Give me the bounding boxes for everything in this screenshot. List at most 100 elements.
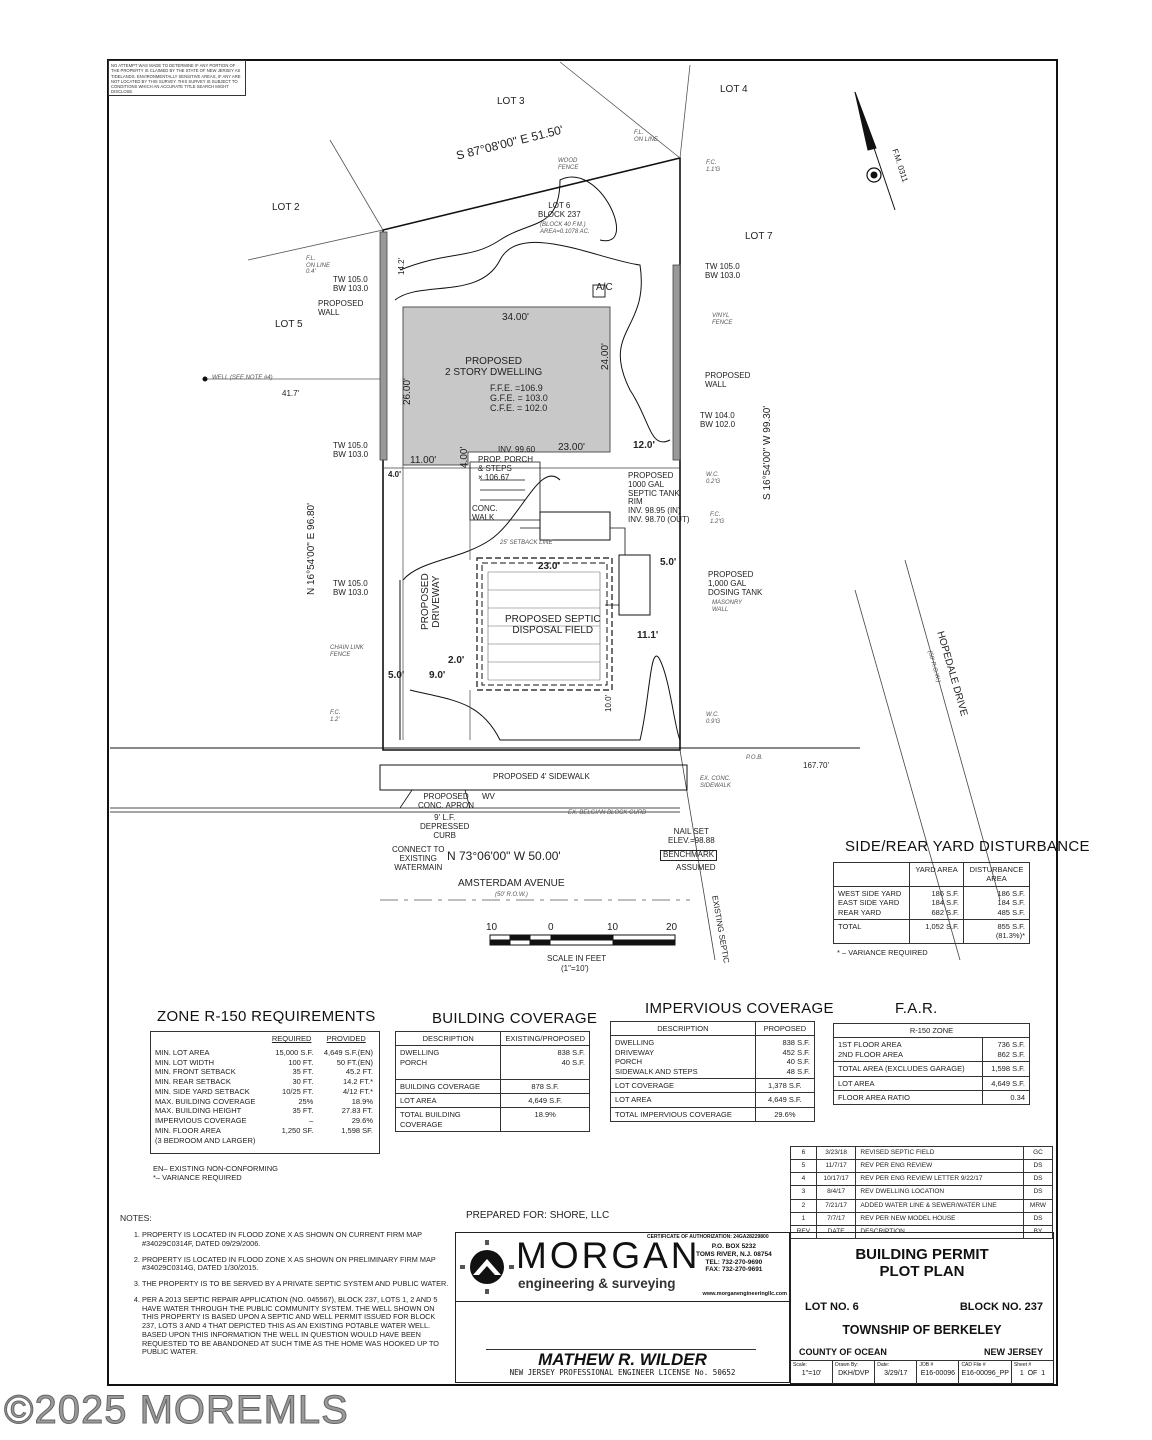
assumed-label: ASSUMED bbox=[676, 863, 716, 872]
table-cell: 8/4/17 bbox=[815, 1185, 857, 1200]
proposed-wall-left-label: PROPOSED WALL bbox=[318, 299, 364, 317]
lot-6-label: LOT 6 BLOCK 237 bbox=[538, 201, 581, 219]
note-item: PROPERTY IS LOCATED IN FLOOD ZONE X AS S… bbox=[142, 1255, 450, 1274]
info-value: DKH/DVP bbox=[838, 1370, 870, 1377]
scale-tick: 10 bbox=[607, 922, 619, 933]
table-cell: 186 S.F. 184 S.F. 485 S.F. bbox=[963, 885, 1030, 920]
county: COUNTY OF OCEAN bbox=[799, 1347, 887, 1357]
fc-label: F.C. 1.1'G bbox=[706, 160, 721, 173]
table-cell: 878 S.F. bbox=[500, 1078, 590, 1094]
sidewalk-label: PROPOSED 4' SIDEWALK bbox=[493, 772, 590, 781]
table-cell: MIN. REAR SETBACK bbox=[155, 1077, 231, 1086]
ex-sidewalk-label: EX. CONC. SIDEWALK bbox=[700, 776, 731, 789]
proposed-wall-left bbox=[379, 231, 388, 461]
table-cell: 50 FT.(EN) bbox=[336, 1057, 373, 1067]
table-cell: BUILDING COVERAGE bbox=[394, 1078, 502, 1094]
table-cell: 838 S.F. 452 S.F. 40 S.F. 48 S.F. bbox=[754, 1035, 816, 1079]
table-cell: DS bbox=[1022, 1185, 1054, 1200]
table-cell: 29.6% bbox=[754, 1106, 816, 1123]
street-row-label: (50' R.O.W.) bbox=[495, 892, 528, 898]
well-distance: 41.7' bbox=[282, 389, 300, 398]
table-cell: MIN. FLOOR AREA (3 BEDROOM AND LARGER) bbox=[155, 1125, 256, 1145]
east-bearing-label: S 16°54'00" W 99.30' bbox=[762, 405, 773, 500]
scale-tick: 20 bbox=[666, 922, 678, 933]
table-cell: 45.2 FT. bbox=[345, 1067, 373, 1077]
table-cell: – bbox=[309, 1116, 314, 1125]
certificate-label: CERTIFICATE OF AUTHORIZATION: 24GA282298… bbox=[647, 1234, 769, 1240]
ac-label: A/C bbox=[596, 282, 613, 293]
dwelling-label: PROPOSED 2 STORY DWELLING bbox=[445, 356, 543, 378]
table-cell: 1,598 SF. bbox=[341, 1125, 373, 1135]
driveway-label: PROPOSED DRIVEWAY bbox=[420, 573, 442, 630]
table-cell: YARD AREA bbox=[909, 862, 965, 887]
signature-line bbox=[486, 1349, 756, 1350]
masonry-wall-label: MASONRY WALL bbox=[712, 600, 743, 613]
note-item: THE PROPERTY IS TO BE SERVED BY A PRIVAT… bbox=[142, 1279, 450, 1289]
table-header-row: R-150 ZONE bbox=[833, 1022, 1030, 1039]
table-cell: REV PER NEW MODEL HOUSE bbox=[855, 1211, 1024, 1226]
lot-5-label: LOT 5 bbox=[275, 319, 303, 330]
far-title: F.A.R. bbox=[895, 1000, 938, 1017]
table-cell: 15,000 S.F. bbox=[275, 1047, 314, 1057]
table-cell: 4,649 S.F.(EN) bbox=[323, 1047, 373, 1057]
table-cell bbox=[152, 1034, 267, 1048]
table-cell: 27.83 FT. bbox=[341, 1106, 373, 1116]
table-row: TOTAL AREA (EXCLUDES GARAGE)1,598 S.F. bbox=[833, 1061, 1031, 1077]
table-cell: 1,250 SF. bbox=[281, 1125, 314, 1135]
table-cell: 1,598 S.F. bbox=[981, 1061, 1031, 1077]
table-cell: WEST SIDE YARD EAST SIDE YARD REAR YARD bbox=[832, 885, 911, 920]
table-cell: 1,378 S.F. bbox=[754, 1077, 816, 1094]
info-label: CAD File # bbox=[961, 1362, 986, 1368]
table-cell: 855 S.F. (81.3%)* bbox=[963, 918, 1030, 944]
lot-area-label: (BLOCK 40 F.M.) AREA=0.1078 AC. bbox=[540, 222, 590, 235]
dim-34: 34.00' bbox=[502, 312, 529, 323]
setback-line-label: 25' SETBACK LINE bbox=[500, 540, 553, 546]
north-arrow-icon bbox=[854, 91, 896, 211]
chain-link-fence-label: CHAIN LINK FENCE bbox=[330, 645, 364, 658]
dim-9: 9.0' bbox=[429, 670, 446, 681]
belgian-curb-label: EX. BELGIAN BLOCK CURB bbox=[568, 810, 647, 816]
state: NEW JERSEY bbox=[983, 1347, 1043, 1357]
street-name: AMSTERDAM AVENUE bbox=[458, 878, 565, 889]
info-value: E16-00096 bbox=[920, 1370, 956, 1377]
vinyl-fence-label: VINYL FENCE bbox=[712, 313, 733, 326]
table-cell: 4/12 FT.* bbox=[342, 1086, 373, 1096]
title-info-cell: Drawn By:DKH/DVP bbox=[833, 1361, 876, 1384]
title-block: BUILDING PERMIT PLOT PLAN LOT NO. 6 BLOC… bbox=[790, 1232, 1054, 1384]
scale-tick: 0 bbox=[548, 922, 554, 933]
yard-disturbance-title: SIDE/REAR YARD DISTURBANCE bbox=[845, 838, 1090, 855]
disposal-field bbox=[476, 557, 613, 691]
lot-3-label: LOT 3 bbox=[497, 96, 525, 107]
firm-block: MORGAN engineering & surveying CERTIFICA… bbox=[455, 1232, 790, 1302]
floor-elevations-label: F.F.E. =106.9 G.F.E. = 103.0 C.F.E. = 10… bbox=[490, 383, 548, 413]
table-row: DWELLING DRIVEWAY PORCH SIDEWALK AND STE… bbox=[610, 1035, 816, 1079]
table-cell: 186 S.F. 184 S.F. 682 S.F. bbox=[909, 885, 965, 920]
lot-number: LOT NO. 6 bbox=[805, 1301, 859, 1313]
well-icon bbox=[202, 376, 208, 382]
water-connection-label: W.C. 0.2'G bbox=[706, 472, 721, 485]
engineer-name: MATHEW R. WILDER bbox=[538, 1350, 707, 1369]
water-connection-bottom-label: W.C. 0.9'G bbox=[706, 712, 721, 725]
scale-tick: 10 bbox=[486, 922, 498, 933]
table-cell: 1,052 S.F. bbox=[909, 918, 965, 944]
table-cell: REVISED SEPTIC FIELD bbox=[855, 1145, 1024, 1161]
table-cell: DS bbox=[1022, 1159, 1054, 1174]
firm-website[interactable]: www.morganengineeringllc.com bbox=[702, 1291, 787, 1297]
table-cell: TOTAL IMPERVIOUS COVERAGE bbox=[610, 1106, 756, 1123]
top-wall-label: TW 104.0 BW 102.0 bbox=[700, 411, 736, 429]
table-cell: 4,649 S.F. bbox=[500, 1092, 590, 1109]
disposal-field-label: PROPOSED SEPTIC DISPOSAL FIELD bbox=[505, 614, 601, 636]
table-row: DWELLING PORCH 838 S.F. 40 S.F. bbox=[394, 1045, 590, 1080]
benchmark-label: BENCHMARK bbox=[660, 850, 718, 861]
ac-unit bbox=[592, 284, 606, 298]
